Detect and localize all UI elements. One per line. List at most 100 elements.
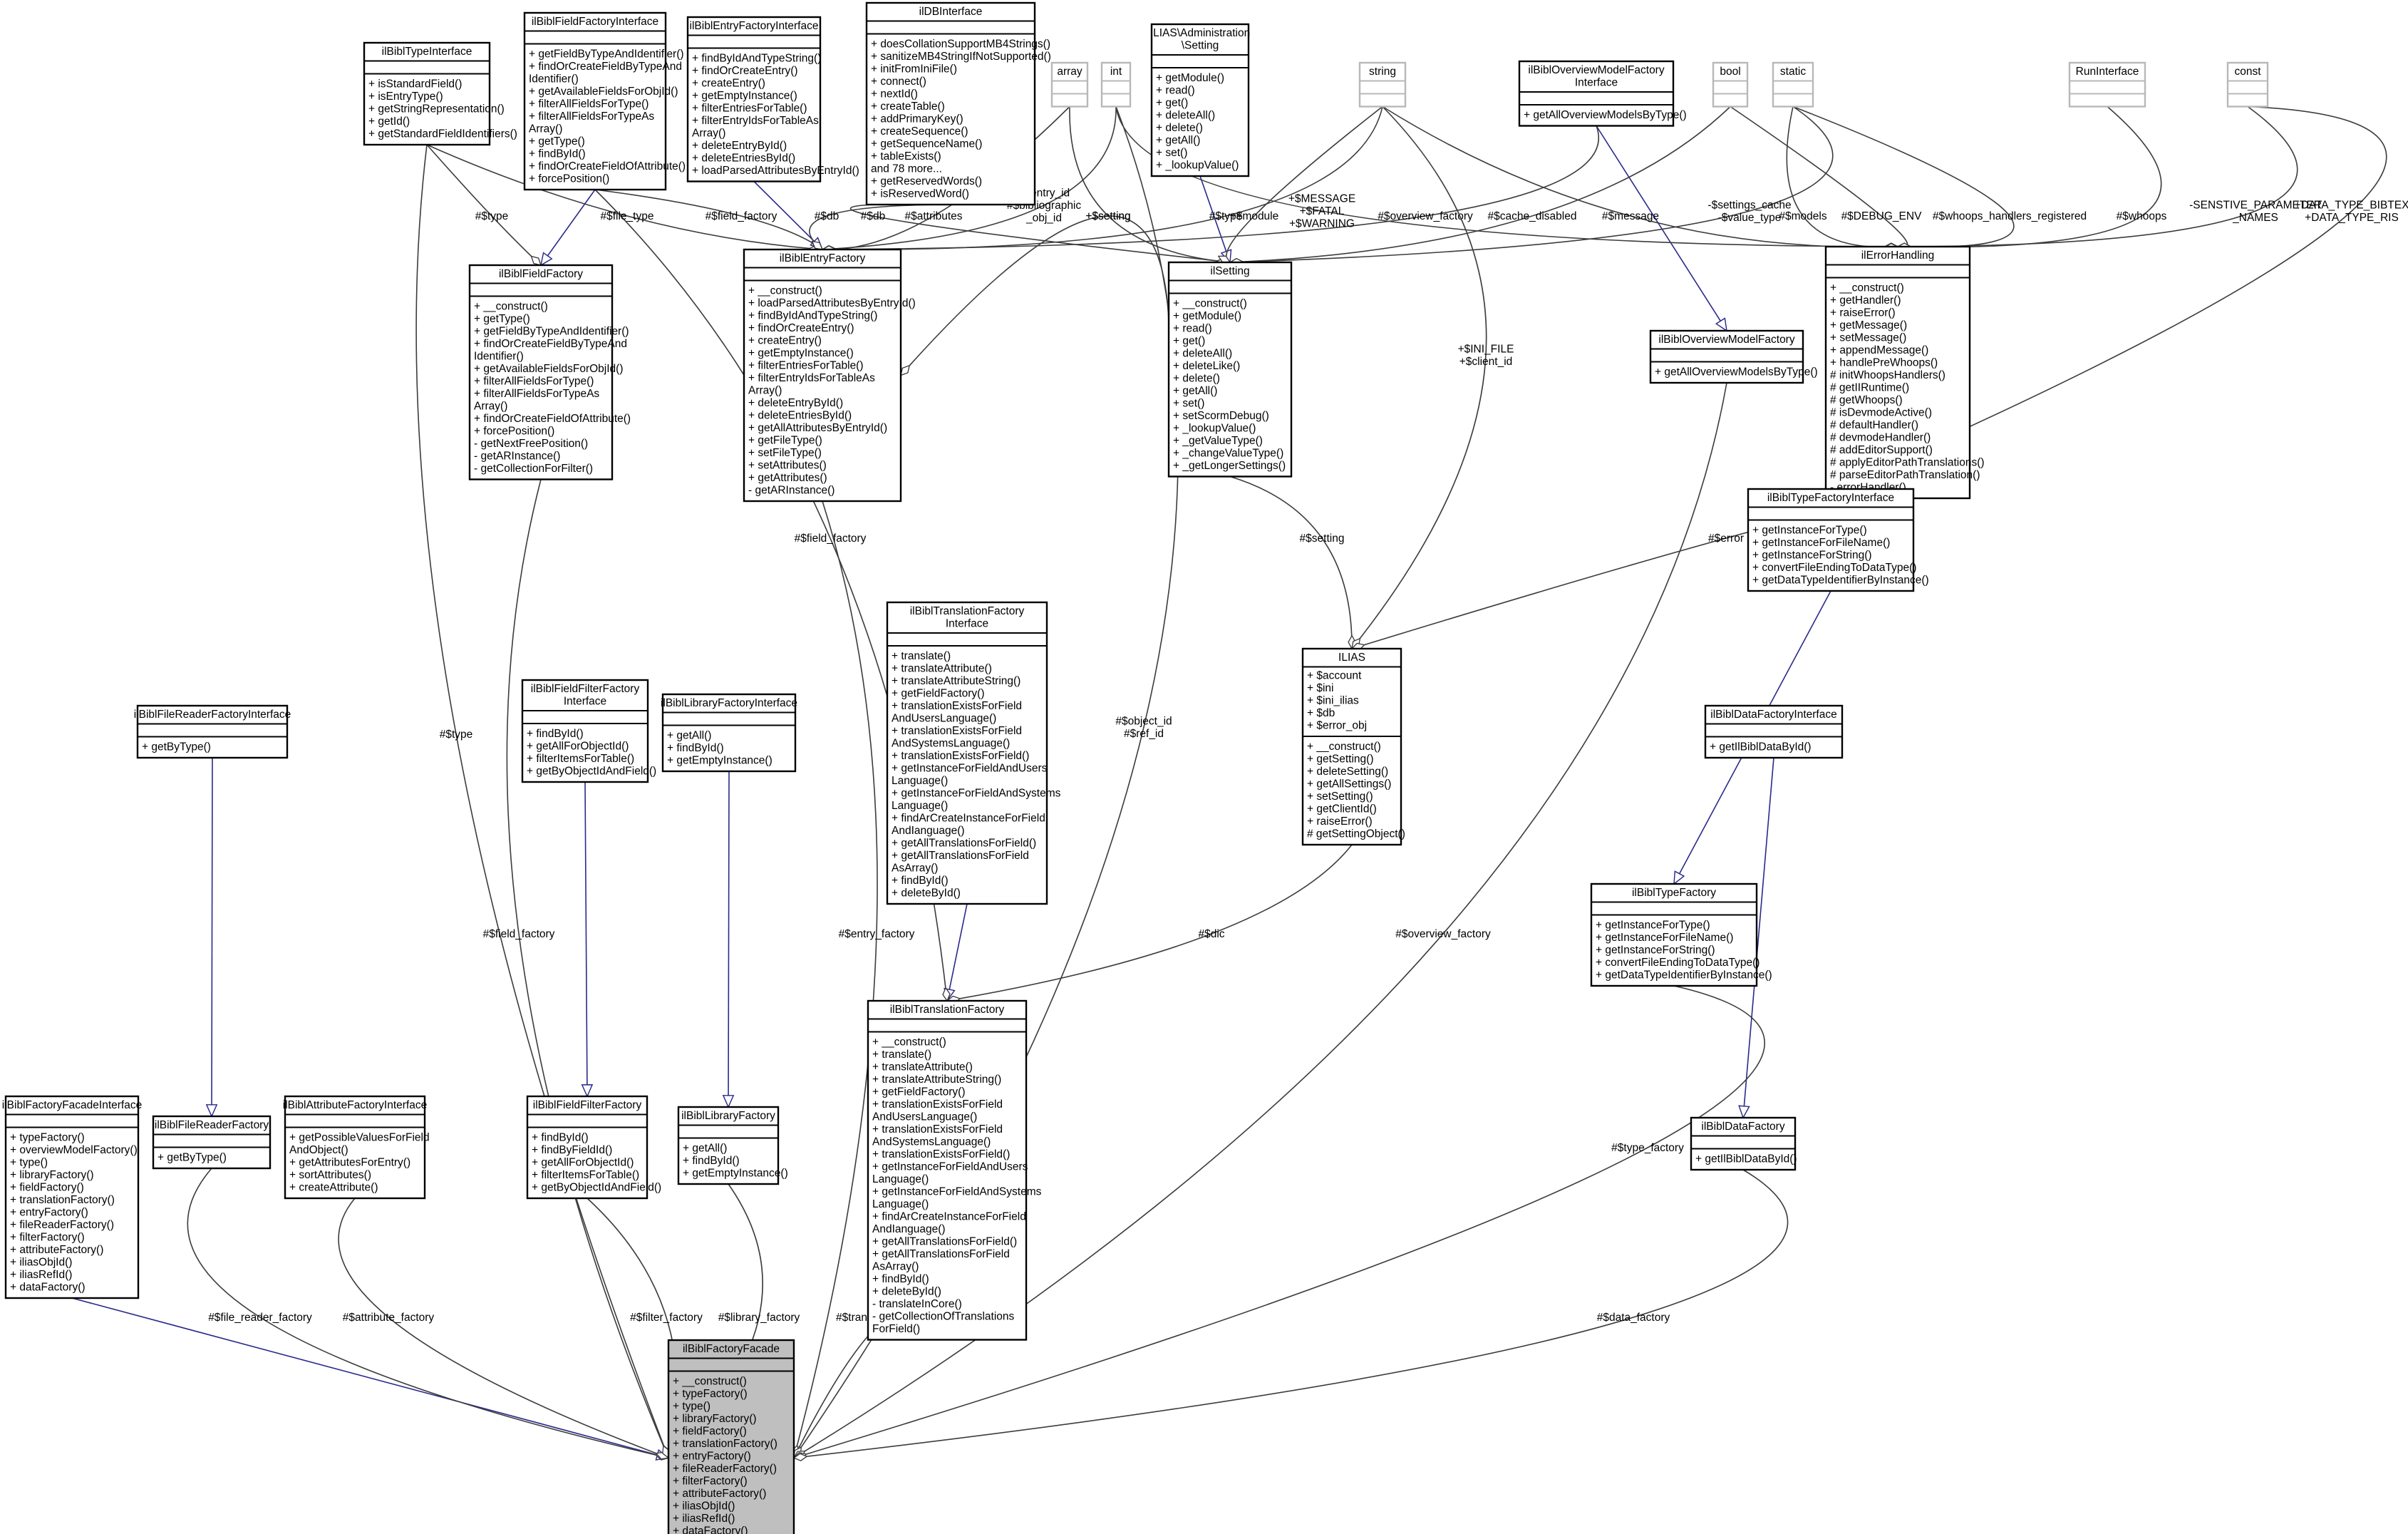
class-method: + getInstanceForFieldAndSystems xyxy=(872,1186,1042,1198)
edge-label-line: #$cache_disabled xyxy=(1488,210,1577,222)
class-box-il-setting[interactable]: ilSetting+ __construct()+ getModule()+ r… xyxy=(1167,261,1293,478)
class-method: + read() xyxy=(1156,85,1195,97)
class-method: + filterEntriesForTable() xyxy=(748,360,864,372)
class-box-frame xyxy=(521,679,649,783)
class-box-frame xyxy=(152,1115,272,1170)
class-method: + tableExists() xyxy=(871,150,941,163)
edge-label-line: #$DEBUG_ENV xyxy=(1841,210,1923,222)
class-box-bool[interactable]: bool xyxy=(1712,61,1749,108)
class-method: + getPossibleValuesForField xyxy=(289,1132,430,1144)
class-method: + __construct() xyxy=(474,301,548,313)
class-method: Language() xyxy=(872,1173,929,1185)
class-method: + filterAllFieldsForType() xyxy=(474,376,594,388)
class-method: + getDataTypeIdentifierByInstance() xyxy=(1752,575,1929,587)
class-method: + createEntry() xyxy=(692,78,765,90)
class-box-il-bibl-factory-facade-interface[interactable]: ilBiblFactoryFacadeInterface+ typeFactor… xyxy=(2,1095,142,1299)
class-box-il-dbinterface[interactable]: ilDBInterface+ doesCollationSupportMB4St… xyxy=(865,1,1051,206)
inheritance-edge-il-bibl-field-filter-factory-interface-to-il-bibl-field-filter-factory xyxy=(585,781,587,1096)
class-box-int[interactable]: int xyxy=(1100,61,1132,108)
class-box-frame xyxy=(2068,61,2146,108)
class-method: + getReservedWords() xyxy=(871,175,982,187)
class-method: + filterEntryIdsForTableAs xyxy=(748,372,875,384)
class-box-admin-setting[interactable]: ILIAS\Administration\Setting+ getModule(… xyxy=(1150,23,1250,177)
edge-label: #$db xyxy=(861,210,885,222)
class-box-il-bibl-library-factory[interactable]: ilBiblLibraryFactory+ getAll()+ findById… xyxy=(677,1106,788,1185)
class-box-il-bibl-file-reader-factory-interface[interactable]: ilBiblFileReaderFactoryInterface+ getByT… xyxy=(134,704,291,759)
class-box-il-bibl-overview-model-factory[interactable]: ilBiblOverviewModelFactory+ getAllOvervi… xyxy=(1649,329,1818,384)
class-method: + getStringRepresentation() xyxy=(368,103,505,115)
class-box-il-bibl-field-filter-factory[interactable]: ilBiblFieldFilterFactory+ findById()+ fi… xyxy=(526,1095,661,1200)
edge-label-line: #$models xyxy=(1779,210,1826,222)
class-box-il-bibl-file-reader-factory[interactable]: ilBiblFileReaderFactory+ getByType() xyxy=(152,1115,272,1170)
class-method: + getInstanceForType() xyxy=(1752,525,1867,537)
class-box-frame xyxy=(1518,60,1675,127)
class-box-il-bibl-library-factory-interface[interactable]: ilBiblLibraryFactoryInterface+ getAll()+… xyxy=(661,693,797,773)
class-box-frame xyxy=(1301,647,1402,846)
class-box-il-bibl-entry-factory[interactable]: ilBiblEntryFactory+ __construct()+ loadP… xyxy=(743,248,916,503)
class-box-array[interactable]: array xyxy=(1050,61,1089,108)
edge-label-line: #$library_factory xyxy=(718,1312,800,1324)
association-edge-int-to-il-bibl-entry-factory xyxy=(822,106,1117,250)
class-method: + translationExistsForField xyxy=(892,700,1022,712)
association-edge-il-bibl-type-interface-to-il-bibl-field-factory xyxy=(426,144,541,265)
class-title: ilBiblFieldFilterFactory xyxy=(533,1099,642,1111)
class-method: AndIanguage() xyxy=(872,1223,946,1235)
class-method: + __construct() xyxy=(1173,298,1247,310)
class-method: AndUsersLanguage() xyxy=(872,1111,977,1123)
class-title: ilBiblTypeFactoryInterface xyxy=(1767,492,1894,504)
class-method: + getHandler() xyxy=(1830,294,1901,307)
class-method: + getClientId() xyxy=(1307,803,1377,815)
class-box-il-bibl-field-factory-interface[interactable]: ilBiblFieldFactoryInterface+ getFieldByT… xyxy=(523,11,686,191)
edge-label: #$models xyxy=(1779,210,1826,222)
class-method: + getModule() xyxy=(1156,72,1224,84)
class-method: + getAttributes() xyxy=(748,472,827,484)
class-box-il-bibl-attribute-factory-interface[interactable]: ilBiblAttributeFactoryInterface+ getPoss… xyxy=(283,1095,430,1200)
class-method: + getEmptyInstance() xyxy=(667,755,772,767)
association-edge-array-to-il-setting xyxy=(1069,106,1230,263)
class-box-il-bibl-translation-factory[interactable]: ilBiblTranslationFactory+ __construct()+… xyxy=(867,999,1042,1341)
class-box-il-bibl-type-factory-interface[interactable]: ilBiblTypeFactoryInterface + getInstanceF… xyxy=(1747,488,1929,592)
class-box-const[interactable]: const xyxy=(2226,61,2269,108)
class-box-il-bibl-type-factory[interactable]: ilBiblTypeFactory+ getInstanceForType()+… xyxy=(1590,882,1772,987)
class-box-il-bibl-data-factory[interactable]: ilBiblDataFactory+ getIlBiblDataById() xyxy=(1690,1116,1797,1171)
edge-label: #$type xyxy=(475,210,509,222)
class-method: + getAllOverviewModelsByType() xyxy=(1655,366,1818,379)
class-method: + isEntryType() xyxy=(368,91,443,103)
association-edge-int-to-il-error-handling xyxy=(1115,106,1898,247)
class-method: + setSetting() xyxy=(1307,791,1373,803)
class-method: + type() xyxy=(10,1157,48,1169)
class-box-il-bibl-data-factory-interface[interactable]: ilBiblDataFactoryInterface+ getIlBiblDat… xyxy=(1704,704,1844,759)
association-edge-il-setting-to-ilias xyxy=(1229,475,1352,649)
class-box-il-bibl-factory-facade[interactable]: ilBiblFactoryFacade+ __construct()+ type… xyxy=(667,1339,800,1534)
class-box-il-bibl-field-factory[interactable]: ilBiblFieldFactory+ __construct()+ getTy… xyxy=(468,264,631,480)
class-method: + setScormDebug() xyxy=(1173,410,1269,422)
class-box-static[interactable]: static xyxy=(1772,61,1814,108)
class-box-run-interface[interactable]: RunInterface xyxy=(2068,61,2146,108)
edge-label-line: #$whoops_handlers_registered xyxy=(1933,210,2087,222)
class-method: + __construct() xyxy=(748,285,822,297)
class-title: array xyxy=(1057,66,1082,78)
class-method: + getType() xyxy=(474,313,530,325)
edge-label-line: #$attribute_factory xyxy=(343,1312,435,1324)
edge-label: #$attribute_factory xyxy=(343,1312,435,1324)
class-method: + findArCreateInstanceForField xyxy=(872,1211,1026,1223)
class-method: + handlePreWhoops() xyxy=(1830,357,1938,369)
class-box-ilias[interactable]: ILIAS+ $account+ $ini+ $ini_ilias+ $db+ … xyxy=(1301,647,1405,846)
class-method: Language() xyxy=(872,1198,929,1210)
class-box-il-bibl-type-interface[interactable]: ilBiblTypeInterface+ isStandardField()+ … xyxy=(363,41,517,146)
class-method: + getAllTranslationsForField xyxy=(892,850,1029,862)
class-box-il-bibl-entry-factory-interface[interactable]: ilBiblEntryFactoryInterface+ findByIdAnd… xyxy=(686,16,859,182)
class-box-string[interactable]: string xyxy=(1358,61,1407,108)
edge-label-line: -$settings_cache xyxy=(1707,199,1791,211)
edge-label-line: +$module xyxy=(1230,210,1279,222)
class-method: + raiseError() xyxy=(1307,815,1373,828)
class-method: + translationExistsForField xyxy=(872,1123,1003,1136)
class-box-il-error-handling[interactable]: ilErrorHandling+ __construct()+ getHandl… xyxy=(1824,245,1985,500)
class-method: Language() xyxy=(892,800,948,812)
class-method: Array() xyxy=(748,385,782,397)
class-method: + getAllTranslationsForField() xyxy=(892,838,1036,850)
edge-label: #$type xyxy=(440,729,473,741)
